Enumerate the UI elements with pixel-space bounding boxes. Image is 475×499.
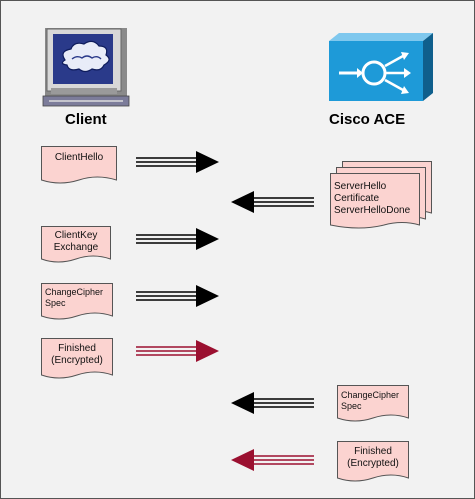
- arrow-change-cipher-spec-server: [231, 392, 314, 414]
- arrow-finished-server-encrypted: [231, 449, 314, 471]
- exchange-line: Exchange: [53, 242, 99, 253]
- server-label: Cisco ACE: [329, 111, 406, 128]
- certificate-line: Certificate: [334, 193, 380, 204]
- arrow-client-hello: [136, 151, 219, 173]
- client-label: Client: [65, 111, 107, 128]
- client-hello-text: ClientHello: [54, 152, 104, 163]
- server-hello-done-line: ServerHelloDone: [334, 205, 411, 216]
- client-hello-document: ClientHello: [41, 146, 117, 186]
- computer-terminal-icon: [41, 26, 131, 108]
- arrow-finished-client-encrypted: [136, 340, 219, 362]
- change-cipher-line: ChangeCipher: [45, 287, 104, 297]
- client-key-exchange-document: ClientKey Exchange: [41, 226, 111, 266]
- change-cipher-spec-server-document: ChangeCipher Spec: [337, 385, 409, 425]
- arrow-change-cipher-spec-client: [136, 285, 219, 307]
- spec-line: Spec: [45, 298, 66, 308]
- encrypted-line: (Encrypted): [347, 458, 399, 469]
- finished-client-document: Finished (Encrypted): [41, 338, 113, 382]
- arrow-client-key-exchange: [136, 228, 219, 250]
- arrow-server-hello: [231, 191, 314, 213]
- spec-line: Spec: [341, 401, 362, 411]
- server-hello-line: ServerHello: [334, 181, 387, 192]
- finished-line: Finished: [58, 343, 96, 354]
- server-hello-document-stack: ServerHello Certificate ServerHelloDone: [330, 161, 432, 239]
- client-key-line: ClientKey: [54, 230, 98, 241]
- finished-line: Finished: [354, 446, 392, 457]
- cisco-ace-appliance-icon: [327, 31, 435, 103]
- finished-server-document: Finished (Encrypted): [337, 441, 409, 485]
- change-cipher-line: ChangeCipher: [341, 390, 400, 400]
- change-cipher-spec-client-document: ChangeCipher Spec: [41, 283, 113, 323]
- encrypted-line: (Encrypted): [51, 355, 103, 366]
